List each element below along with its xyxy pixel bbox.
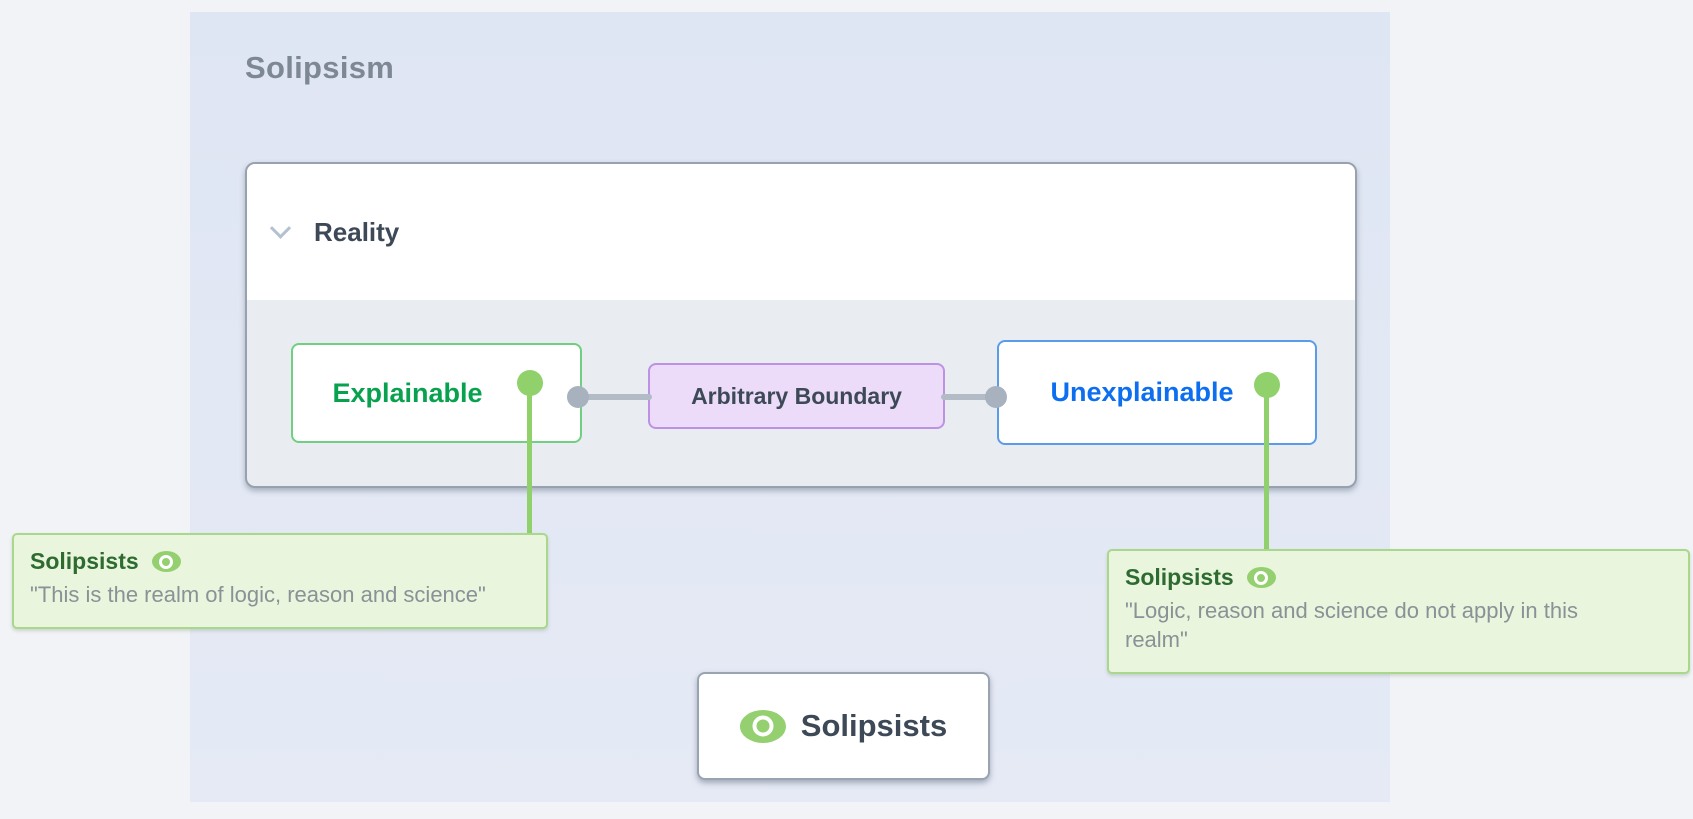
node-arbitrary-boundary[interactable]: Arbitrary Boundary: [648, 363, 945, 429]
annotation-lead-line-right: [1264, 385, 1269, 551]
annotation-title: Solipsists: [30, 548, 139, 574]
eye-icon: [1246, 567, 1276, 588]
node-explainable-label: Explainable: [332, 377, 483, 408]
annotation-explainable[interactable]: Solipsists "This is the realm of logic, …: [12, 533, 548, 629]
connector-explainable-arbitrary: [578, 394, 652, 400]
reality-group[interactable]: Reality: [245, 162, 1357, 488]
chevron-down-icon[interactable]: [269, 217, 292, 239]
node-arbitrary-boundary-label: Arbitrary Boundary: [691, 382, 902, 409]
actor-label: Solipsists: [800, 708, 948, 743]
connector-arbitrary-unexplainable: [941, 394, 999, 400]
eye-icon: [151, 551, 181, 572]
eye-icon-pupil: [752, 715, 774, 737]
node-unexplainable-label: Unexplainable: [1050, 377, 1234, 407]
annotation-quote: "This is the realm of logic, reason and …: [30, 582, 486, 607]
eye-icon-pupil: [1254, 570, 1269, 585]
annotation-title-row: Solipsists: [30, 548, 530, 575]
boundary-title: Solipsism: [245, 50, 395, 85]
actor-solipsists[interactable]: Solipsists: [697, 672, 990, 780]
annotation-quote: "Logic, reason and science do not apply …: [1125, 598, 1578, 652]
annotation-title-row: Solipsists: [1125, 564, 1672, 591]
connector-endpoint-dot: [567, 386, 589, 408]
eye-icon: [739, 709, 786, 743]
node-explainable[interactable]: Explainable: [291, 343, 582, 443]
connector-endpoint-dot: [985, 386, 1007, 408]
annotation-unexplainable[interactable]: Solipsists "Logic, reason and science do…: [1107, 549, 1690, 674]
reality-group-label: Reality: [314, 216, 400, 247]
annotation-anchor-dot-right: [1254, 372, 1280, 398]
annotation-lead-line-left: [527, 383, 532, 535]
annotation-title: Solipsists: [1125, 564, 1234, 590]
annotation-anchor-dot-left: [517, 370, 543, 396]
eye-icon-pupil: [159, 554, 174, 569]
reality-group-header[interactable]: Reality: [247, 164, 1355, 300]
